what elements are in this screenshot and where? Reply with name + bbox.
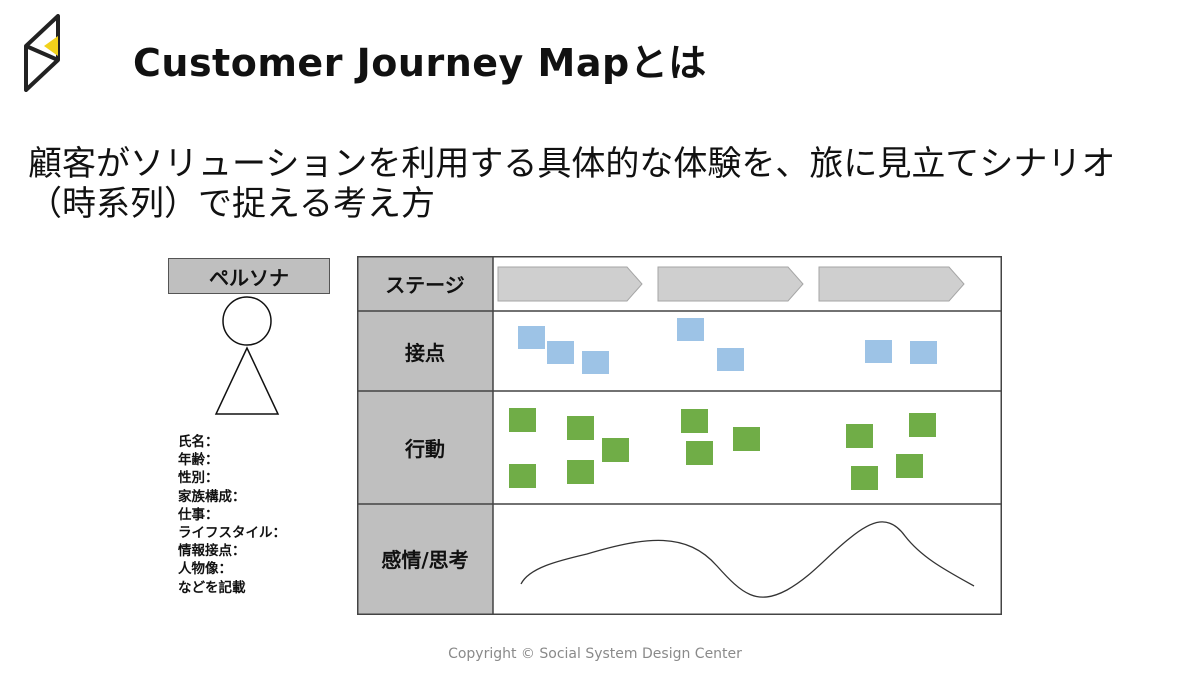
row-label-emotion: 感情/思考	[381, 548, 468, 572]
stage-arrow-1	[497, 266, 643, 302]
persona-attr-touchpoint: 情報接点：	[178, 543, 246, 560]
touchpoint-note	[677, 318, 704, 341]
description-line-1: 顧客がソリューションを利用する具体的な体験を、旅に見立てシナリオ	[28, 144, 1116, 184]
persona-attr-character: 人物像：	[178, 561, 232, 578]
action-note	[602, 438, 629, 462]
description: 顧客がソリューションを利用する具体的な体験を、旅に見立てシナリオ （時系列）で捉…	[28, 144, 1115, 224]
touchpoint-note	[910, 341, 937, 364]
stage-arrow-2	[657, 266, 804, 302]
persona-figure-icon	[214, 296, 280, 415]
touchpoint-note	[717, 348, 744, 371]
action-note	[567, 416, 594, 440]
action-note	[567, 460, 594, 484]
action-note	[909, 413, 936, 437]
action-note	[681, 409, 708, 433]
touchpoint-note	[865, 340, 892, 363]
persona-attributes: 氏名： 年齢： 性別： 家族構成： 仕事： ライフスタイル： 情報接点： 人物像…	[178, 433, 286, 597]
touchpoint-note	[518, 326, 545, 349]
persona-attr-lifestyle: ライフスタイル：	[178, 525, 286, 542]
stage-arrow-3	[818, 266, 965, 302]
action-note	[686, 441, 713, 465]
emotion-curve	[520, 521, 975, 598]
persona-attr-gender: 性別：	[178, 470, 219, 487]
action-note	[509, 408, 536, 432]
persona-label: ペルソナ	[209, 265, 289, 290]
persona-attr-family: 家族構成：	[178, 488, 246, 505]
description-line-2: （時系列）で捉える考え方	[28, 184, 435, 224]
row-label-action: 行動	[404, 437, 445, 461]
brand-logo-icon	[24, 14, 60, 92]
action-note	[851, 466, 878, 490]
row-label-stage: ステージ	[385, 273, 465, 297]
map-border	[357, 256, 1002, 615]
copyright-footer: Copyright © Social System Design Center	[448, 646, 742, 662]
persona-attr-etc: などを記載	[178, 579, 246, 596]
persona-label-box: ペルソナ	[168, 258, 330, 294]
touchpoint-note	[582, 351, 609, 374]
journey-map: ステージ 接点 行動 感情/思考	[357, 256, 1002, 615]
action-note	[733, 427, 760, 451]
row-label-touchpoint: 接点	[405, 341, 445, 365]
page-title: Customer Journey Mapとは	[133, 41, 707, 85]
action-note	[509, 464, 536, 488]
persona-attr-job: 仕事：	[178, 506, 219, 523]
row-header-column	[357, 256, 493, 614]
persona-attr-age: 年齢：	[178, 452, 219, 469]
action-note	[846, 424, 873, 448]
persona-attr-name: 氏名：	[178, 434, 219, 450]
touchpoint-note	[547, 341, 574, 364]
action-note	[896, 454, 923, 478]
